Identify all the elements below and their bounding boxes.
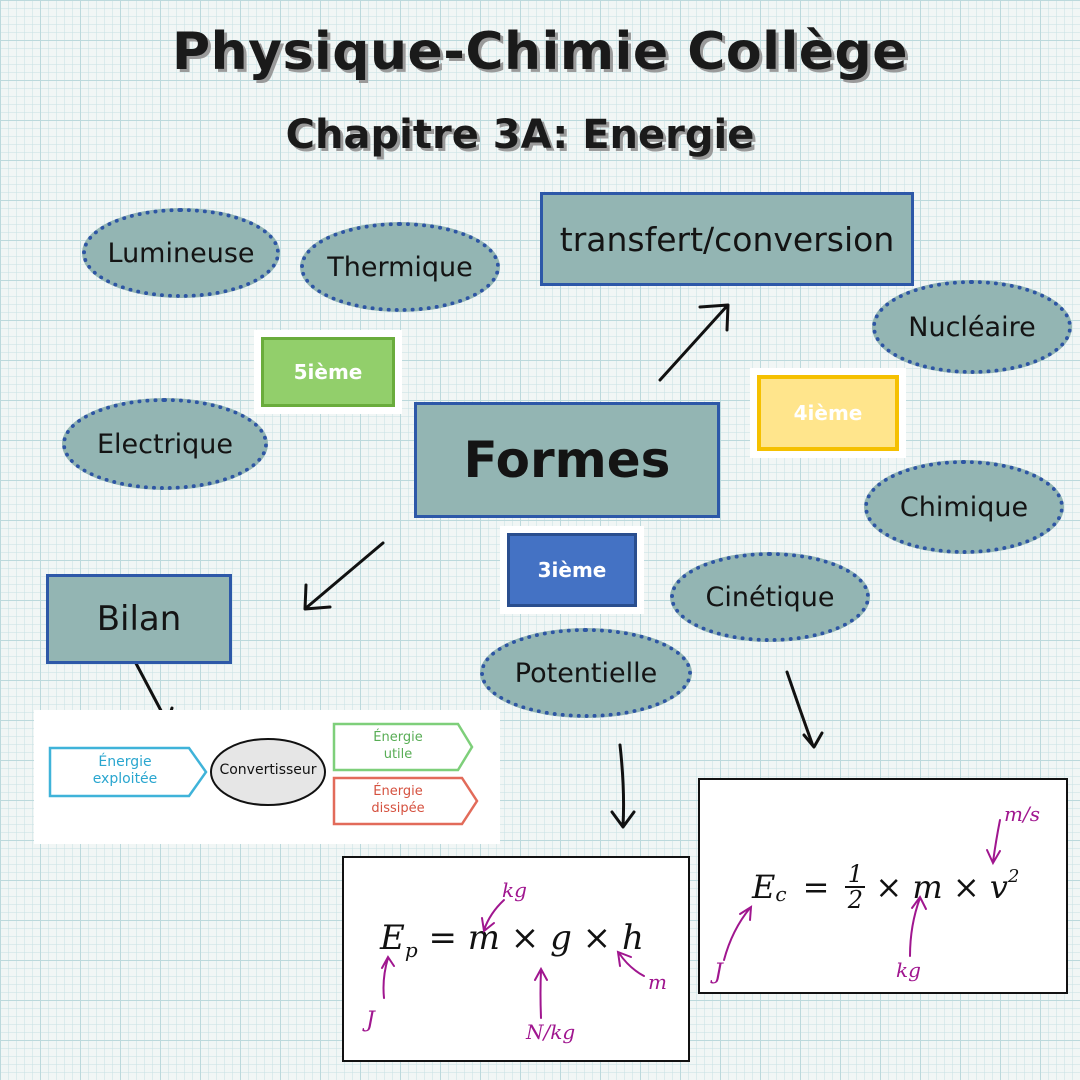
form-potentielle: Potentielle — [480, 628, 692, 718]
bilan-box: Bilan — [46, 574, 232, 664]
unit-mass-label: kg — [896, 958, 921, 982]
arrow-to-potential-formula — [610, 743, 636, 829]
fraction-one-half: 1 2 — [845, 862, 866, 912]
arrow-to-transfer — [658, 303, 730, 382]
center-formes-box: Formes — [414, 402, 720, 518]
unit-height-label: m — [648, 970, 667, 994]
unit-energy-label: J — [366, 1008, 375, 1033]
convertisseur-shape — [210, 738, 326, 806]
unit-mass-label: kg — [502, 878, 527, 902]
potential-unit-arrows — [381, 899, 645, 1019]
unit-gravity-label: N/kg — [526, 1020, 576, 1044]
form-chimique: Chimique — [864, 460, 1064, 554]
arrow-to-bilan — [303, 541, 385, 611]
form-electrique: Electrique — [62, 398, 268, 490]
transfer-conversion-box: transfert/conversion — [540, 192, 914, 286]
unit-energy-label: J — [714, 960, 723, 985]
level-5-tag: 5ième — [254, 330, 402, 414]
level-3-tag: 3ième — [500, 526, 644, 614]
utile-arrow-shape — [332, 722, 474, 772]
exploitee-arrow-shape — [48, 746, 208, 798]
kinetic-unit-arrows — [723, 819, 1001, 961]
convertisseur-label: Convertisseur — [219, 762, 317, 778]
arrow-to-kinetic-formula — [785, 670, 824, 749]
form-lumineuse: Lumineuse — [82, 208, 280, 298]
potential-energy-formula-box: Ep = m × g × h J kg N/kg m — [342, 856, 690, 1062]
level-4-tag: 4ième — [750, 368, 906, 458]
form-thermique: Thermique — [300, 222, 500, 312]
dissipee-arrow-shape — [332, 776, 479, 826]
page-title: Physique-Chimie Collège — [171, 22, 909, 82]
unit-speed-label: m/s — [1004, 802, 1040, 826]
potential-formula: Ep = m × g × h — [380, 918, 644, 962]
chapter-subtitle: Chapitre 3A: Energie — [285, 112, 755, 158]
form-cinetique: Cinétique — [670, 552, 870, 642]
form-nucleaire: Nucléaire — [872, 280, 1072, 374]
